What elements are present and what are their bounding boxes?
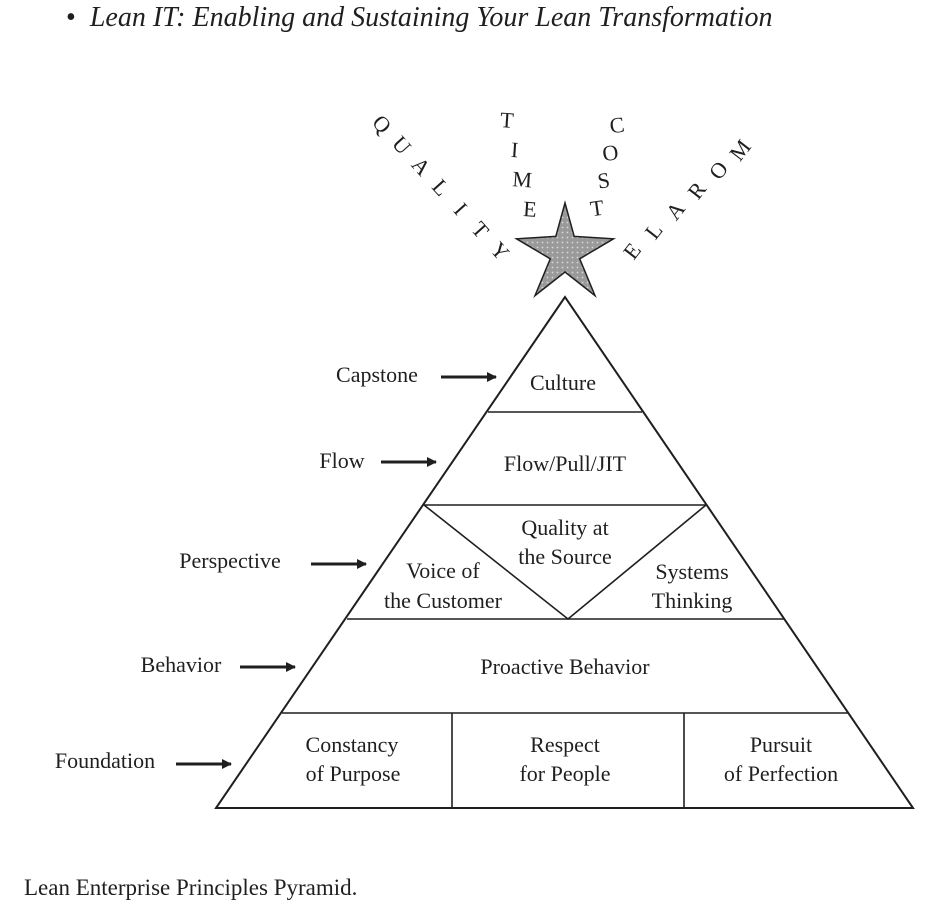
bullet-glyph: • (66, 2, 76, 33)
book-title: Lean IT: Enabling and Sustaining Your Le… (89, 2, 773, 33)
cell-pursuit-line1: Pursuit (750, 732, 812, 757)
cell-quality-at-source-line2: the Source (518, 544, 611, 569)
goal-letter: Y (485, 237, 514, 266)
goal-letter: U (387, 131, 416, 160)
cell-quality-at-source-line1: Quality at (521, 515, 608, 540)
pyramid-outline (214, 295, 915, 809)
cell-proactive-behavior: Proactive Behavior (480, 654, 650, 679)
goal-letter: O (601, 139, 620, 166)
goal-letter: L (640, 218, 668, 244)
cell-voice-of-customer-line1: Voice of (406, 558, 480, 583)
goal-letter: Q (367, 110, 396, 139)
goal-letter: A (407, 152, 436, 181)
goal-letter: M (512, 166, 533, 192)
cell-respect-line1: Respect (530, 732, 600, 757)
goal-letter: T (499, 107, 515, 133)
goal-letter: O (704, 156, 733, 184)
goal-letter: L (427, 174, 455, 201)
cell-pursuit-line2: of Perfection (724, 761, 838, 786)
goal-letter: A (660, 197, 690, 225)
goal-letter: T (467, 216, 495, 243)
goal-letter: M (724, 135, 756, 166)
goal-letter: C (608, 112, 626, 139)
side-label-capstone: Capstone (336, 362, 418, 387)
inverted-triangle (423, 504, 707, 621)
goal-letter: E (522, 196, 537, 222)
goal-letter: R (682, 177, 711, 204)
cell-culture: Culture (530, 370, 596, 395)
cell-systems-thinking-line1: Systems (655, 559, 728, 584)
goal-letter: T (589, 195, 606, 222)
goal-letter: S (596, 167, 612, 193)
cell-respect-line2: for People (519, 761, 610, 786)
side-label-behavior: Behavior (141, 652, 222, 677)
cell-constancy-line2: of Purpose (306, 761, 401, 786)
page-heading: • Lean IT: Enabling and Sustaining Your L… (66, 2, 773, 42)
goal-letter: I (510, 137, 519, 162)
goal-letter: E (618, 238, 646, 264)
side-label-flow: Flow (319, 448, 364, 473)
figure-caption: Lean Enterprise Principles Pyramid. (24, 875, 358, 900)
side-label-foundation: Foundation (55, 748, 155, 773)
cell-voice-of-customer-line2: the Customer (384, 588, 503, 613)
cell-systems-thinking-line2: Thinking (652, 588, 733, 613)
cell-flow-pull-jit: Flow/Pull/JIT (504, 451, 627, 476)
cell-constancy-line1: Constancy (306, 732, 399, 757)
side-label-perspective: Perspective (179, 548, 280, 573)
goal-letter: I (449, 198, 472, 220)
star-icon (514, 200, 616, 298)
